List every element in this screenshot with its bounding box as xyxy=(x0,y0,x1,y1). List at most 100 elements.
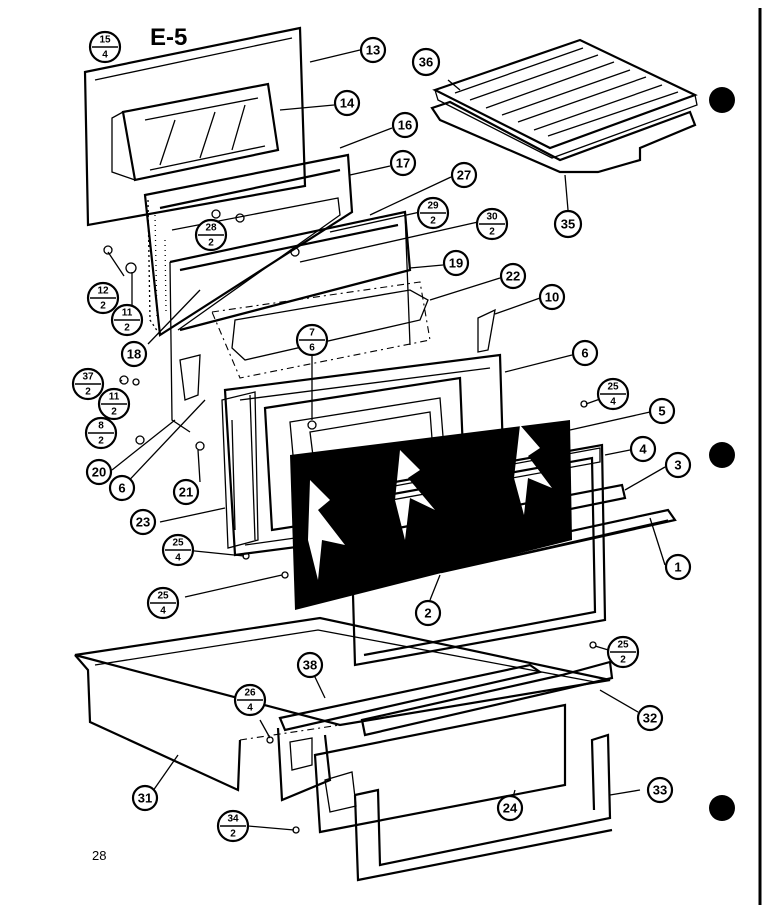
svg-text:25: 25 xyxy=(617,640,629,651)
part-dark-glass-panel xyxy=(290,420,572,610)
svg-text:2: 2 xyxy=(124,323,130,334)
svg-text:31: 31 xyxy=(138,791,152,806)
svg-text:30: 30 xyxy=(486,212,498,223)
svg-text:7: 7 xyxy=(309,328,315,339)
svg-text:4: 4 xyxy=(160,606,166,617)
callout-36: 36 xyxy=(411,47,441,77)
fraction-callout-12-2: 122 xyxy=(86,281,120,315)
callout-10: 10 xyxy=(538,283,566,311)
callout-32: 32 xyxy=(636,704,664,732)
svg-text:17: 17 xyxy=(396,156,410,171)
svg-text:38: 38 xyxy=(303,658,317,673)
fraction-callout-25-2: 252 xyxy=(606,635,640,669)
hardware-screws xyxy=(103,209,597,834)
part-oven-rack xyxy=(432,38,698,159)
binder-hole-top xyxy=(709,87,735,113)
svg-text:2: 2 xyxy=(98,436,104,447)
fraction-callout-25-4-left-lower: 254 xyxy=(146,586,180,620)
callout-38: 38 xyxy=(296,651,324,679)
svg-text:2: 2 xyxy=(208,238,214,249)
part-outer-door-frame xyxy=(348,443,677,667)
callout-1: 1 xyxy=(664,553,692,581)
callout-2: 2 xyxy=(414,599,442,627)
part-hinge-bracket xyxy=(179,308,496,401)
svg-text:2: 2 xyxy=(620,655,626,666)
fraction-callout-25-4-right: 254 xyxy=(596,377,630,411)
callout-6-left: 6 xyxy=(108,474,136,502)
fraction-callout-11-2-upper: 112 xyxy=(110,303,144,337)
callout-18: 18 xyxy=(120,340,148,368)
fraction-callout-8-2: 82 xyxy=(84,416,118,450)
svg-text:3: 3 xyxy=(674,458,681,473)
svg-text:20: 20 xyxy=(92,465,106,480)
svg-text:2: 2 xyxy=(489,227,495,238)
binder-hole-bottom xyxy=(709,795,735,821)
callout-20: 20 xyxy=(85,458,113,486)
svg-text:6: 6 xyxy=(581,346,588,361)
svg-text:4: 4 xyxy=(247,703,253,714)
callout-21: 21 xyxy=(172,478,200,506)
part-outer-glass-panel xyxy=(83,26,307,227)
svg-text:22: 22 xyxy=(506,269,520,284)
svg-text:21: 21 xyxy=(179,485,193,500)
svg-text:32: 32 xyxy=(643,711,657,726)
svg-text:2: 2 xyxy=(430,216,436,227)
svg-text:8: 8 xyxy=(98,421,104,432)
fraction-callout-26-4: 264 xyxy=(233,683,267,717)
svg-text:25: 25 xyxy=(607,382,619,393)
svg-text:2: 2 xyxy=(100,301,106,312)
svg-text:28: 28 xyxy=(205,223,217,234)
svg-text:16: 16 xyxy=(398,118,412,133)
svg-text:27: 27 xyxy=(457,168,471,183)
callout-16: 16 xyxy=(391,111,419,139)
callout-23: 23 xyxy=(129,508,157,536)
callout-31: 31 xyxy=(131,784,159,812)
svg-text:4: 4 xyxy=(610,397,616,408)
callout-17: 17 xyxy=(389,149,417,177)
svg-text:10: 10 xyxy=(545,290,559,305)
fraction-callout-34-2: 342 xyxy=(216,809,250,843)
callout-27: 27 xyxy=(450,161,478,189)
svg-text:2: 2 xyxy=(230,829,236,840)
fraction-callout-28-2: 282 xyxy=(194,218,228,252)
part-drawer-front xyxy=(276,660,614,802)
svg-text:4: 4 xyxy=(639,442,647,457)
callout-3: 3 xyxy=(664,451,692,479)
fraction-callout-25-4-left-upper: 254 xyxy=(161,533,195,567)
part-drawer-box xyxy=(353,733,613,882)
callout-24: 24 xyxy=(496,794,524,822)
svg-text:24: 24 xyxy=(503,801,518,816)
diagram-title: E-5 xyxy=(150,24,187,51)
svg-text:36: 36 xyxy=(419,55,433,70)
callout-19: 19 xyxy=(442,249,470,277)
fraction-callout-30-2: 302 xyxy=(475,207,509,241)
part-baffle-sheet xyxy=(211,281,431,379)
callout-22: 22 xyxy=(499,262,527,290)
svg-text:12: 12 xyxy=(97,286,109,297)
part-broiler-pan xyxy=(430,100,697,174)
svg-text:2: 2 xyxy=(111,407,117,418)
svg-text:4: 4 xyxy=(175,553,181,564)
svg-text:34: 34 xyxy=(227,814,239,825)
fraction-callout-29-2: 292 xyxy=(416,196,450,230)
fraction-callout-37-2: 372 xyxy=(71,367,105,401)
callout-5: 5 xyxy=(648,397,676,425)
fraction-callout-7-6: 76 xyxy=(295,323,329,357)
part-inner-door-frame xyxy=(169,210,412,433)
callout-33: 33 xyxy=(646,776,674,804)
svg-text:37: 37 xyxy=(82,372,94,383)
svg-text:25: 25 xyxy=(157,591,169,602)
svg-text:6: 6 xyxy=(118,481,125,496)
callout-6-right: 6 xyxy=(571,339,599,367)
callout-14: 14 xyxy=(333,89,361,117)
svg-text:11: 11 xyxy=(122,308,133,319)
svg-text:19: 19 xyxy=(449,256,463,271)
svg-text:4: 4 xyxy=(102,50,108,61)
svg-text:15: 15 xyxy=(99,35,111,46)
part-insulation-frame xyxy=(143,153,354,337)
svg-text:14: 14 xyxy=(340,96,355,111)
svg-text:26: 26 xyxy=(244,688,256,699)
svg-text:11: 11 xyxy=(109,392,120,403)
